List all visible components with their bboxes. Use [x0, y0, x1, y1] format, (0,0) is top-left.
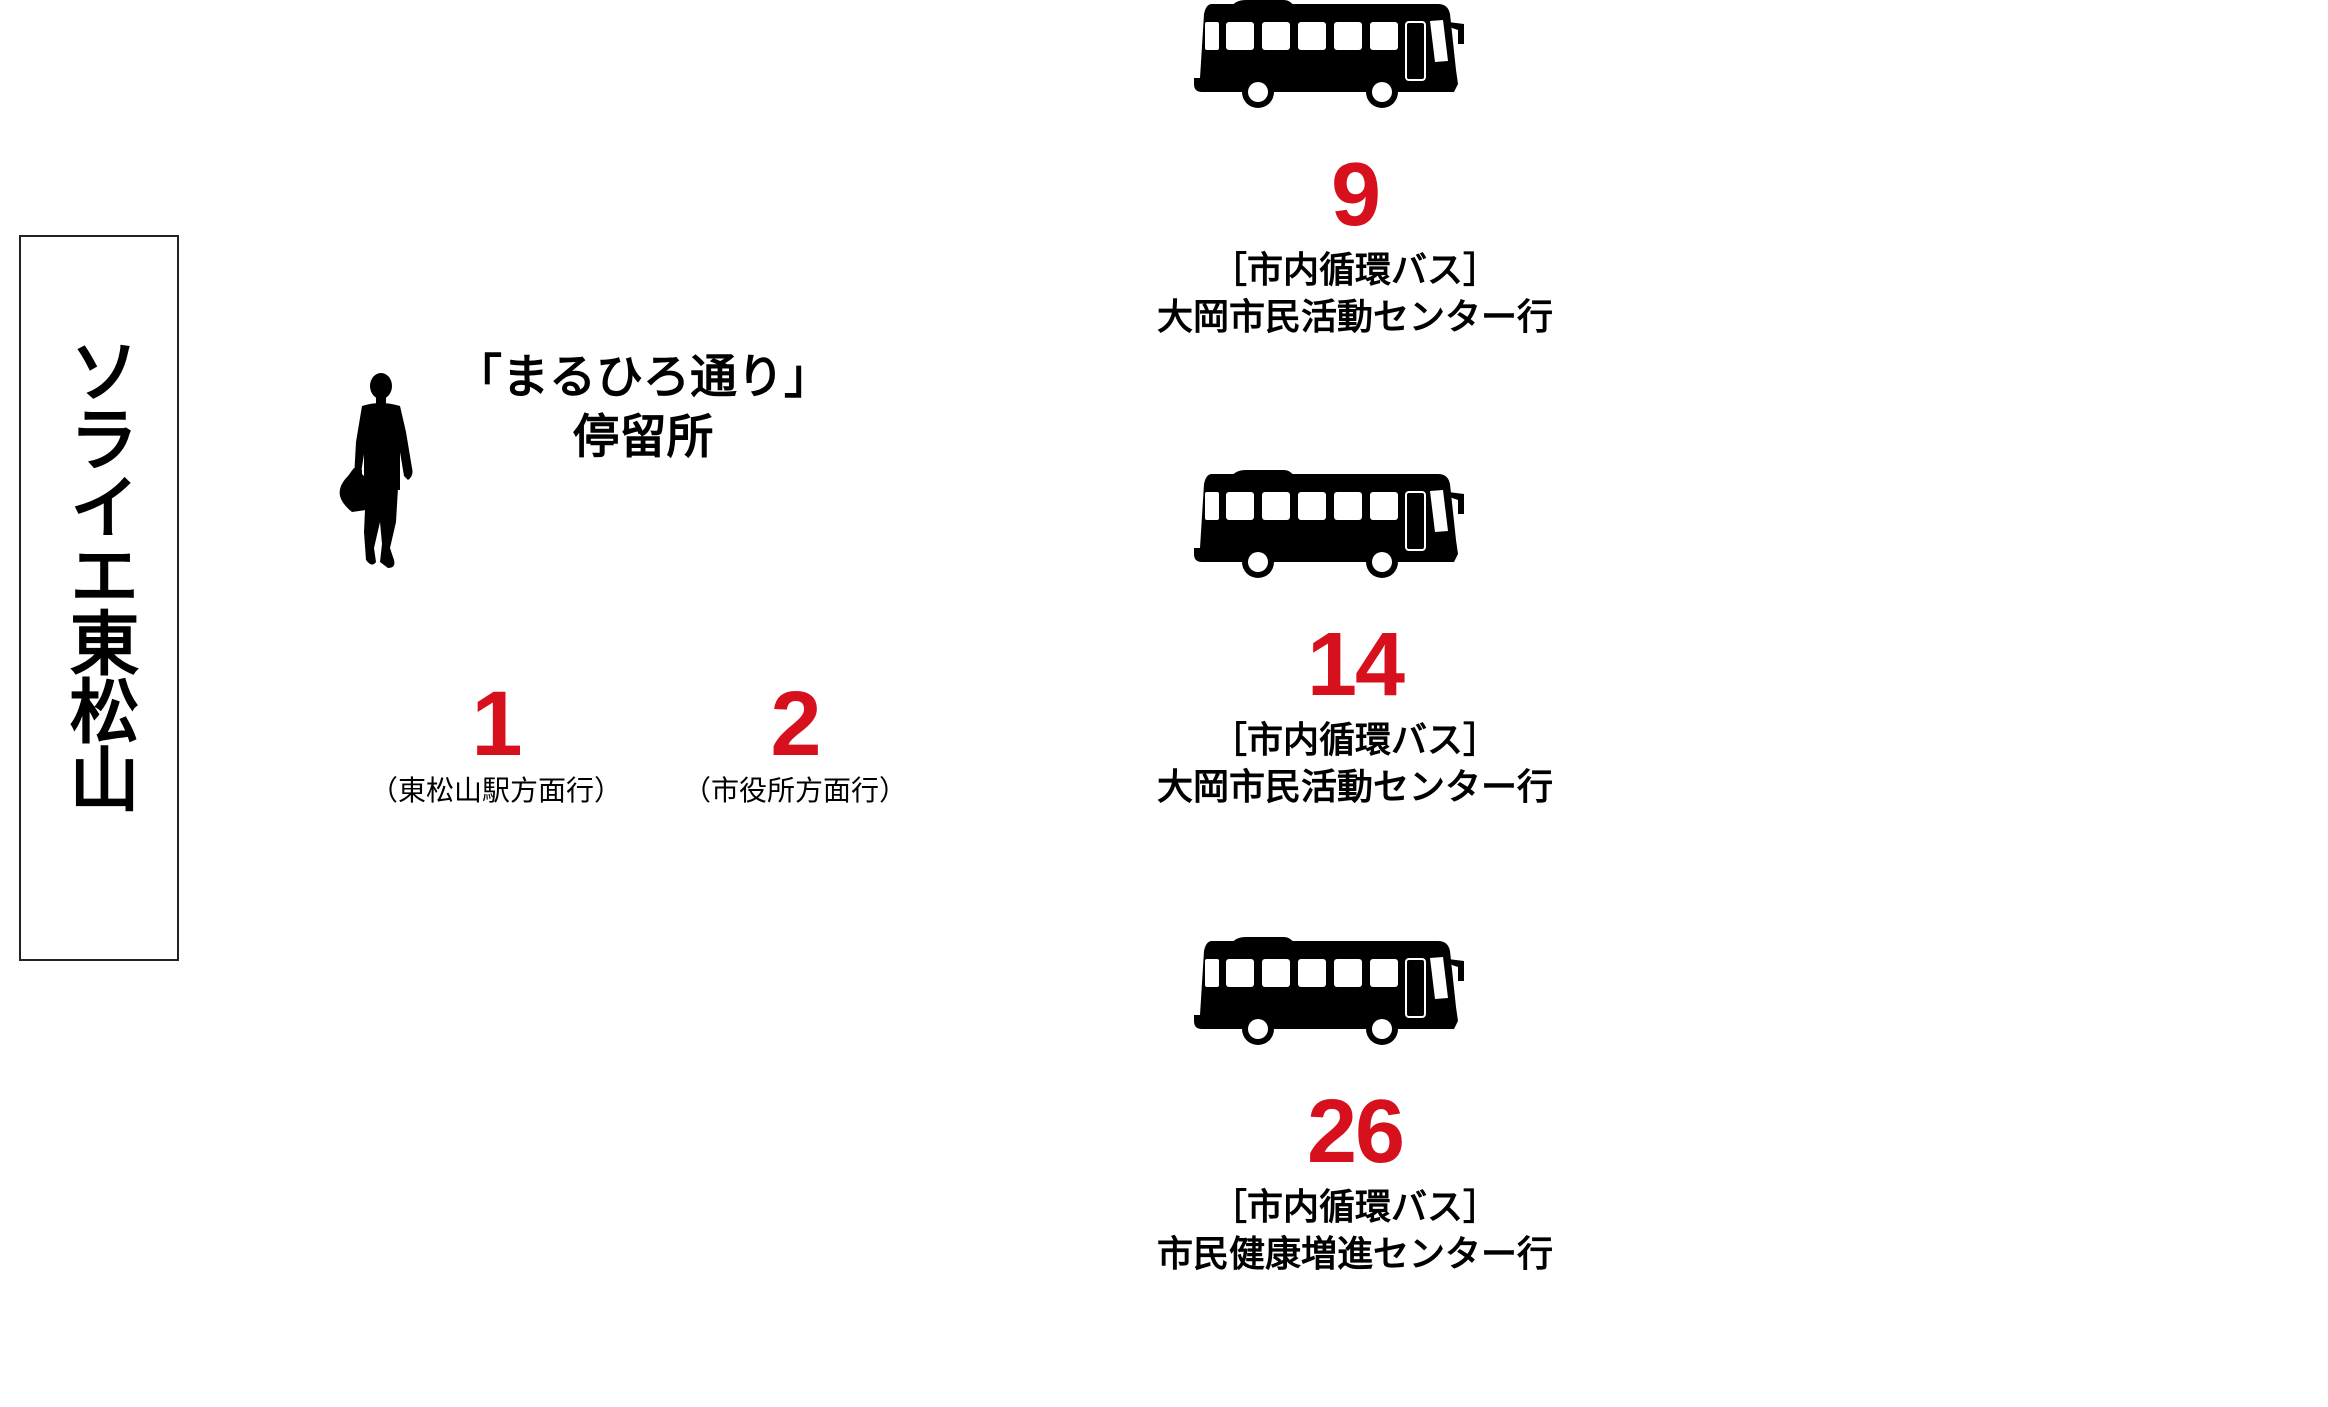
walking-businessperson-icon — [339, 373, 413, 568]
bus-route-14: 14 ［市内循環バス］ 大岡市民活動センター行 — [1100, 470, 1610, 940]
station-name-box: ソライエ東松山 — [19, 235, 179, 961]
platform-direction: （東松山駅方面行） — [369, 774, 622, 807]
route-number: 14 — [1306, 615, 1405, 715]
bus-route-26: 26 ［市内循環バス］ 市民健康増進センター行 — [1100, 937, 1610, 1407]
bus-route-9: 9 ［市内循環バス］ 大岡市民活動センター行 — [1100, 0, 1610, 470]
platform-number: 2 — [770, 673, 821, 775]
bus-icon — [1193, 0, 1465, 108]
platform-number: 1 — [471, 673, 522, 775]
stop-title: 「まるひろ通り」 停留所 — [420, 348, 866, 468]
stop-title-line2: 停留所 — [572, 410, 714, 465]
station-name: ソライエ東松山 — [58, 335, 140, 811]
route-number: 26 — [1306, 1082, 1405, 1182]
platform-2: 2 （市役所方面行） — [665, 678, 925, 808]
route-type: ［市内循環バス］ — [1210, 250, 1499, 291]
platform-1: 1 （東松山駅方面行） — [366, 678, 626, 808]
route-type: ［市内循環バス］ — [1210, 1187, 1499, 1228]
route-destination: 大岡市民活動センター行 — [1156, 767, 1553, 808]
route-destination: 市民健康増進センター行 — [1156, 1234, 1553, 1275]
bus-icon — [1193, 470, 1465, 578]
platform-direction: （市役所方面行） — [682, 774, 907, 807]
stop-title-line1: 「まるひろ通り」 — [455, 350, 831, 405]
route-number: 9 — [1330, 145, 1381, 245]
route-type: ［市内循環バス］ — [1210, 720, 1499, 761]
route-destination: 大岡市民活動センター行 — [1156, 297, 1553, 338]
bus-icon — [1193, 937, 1465, 1045]
